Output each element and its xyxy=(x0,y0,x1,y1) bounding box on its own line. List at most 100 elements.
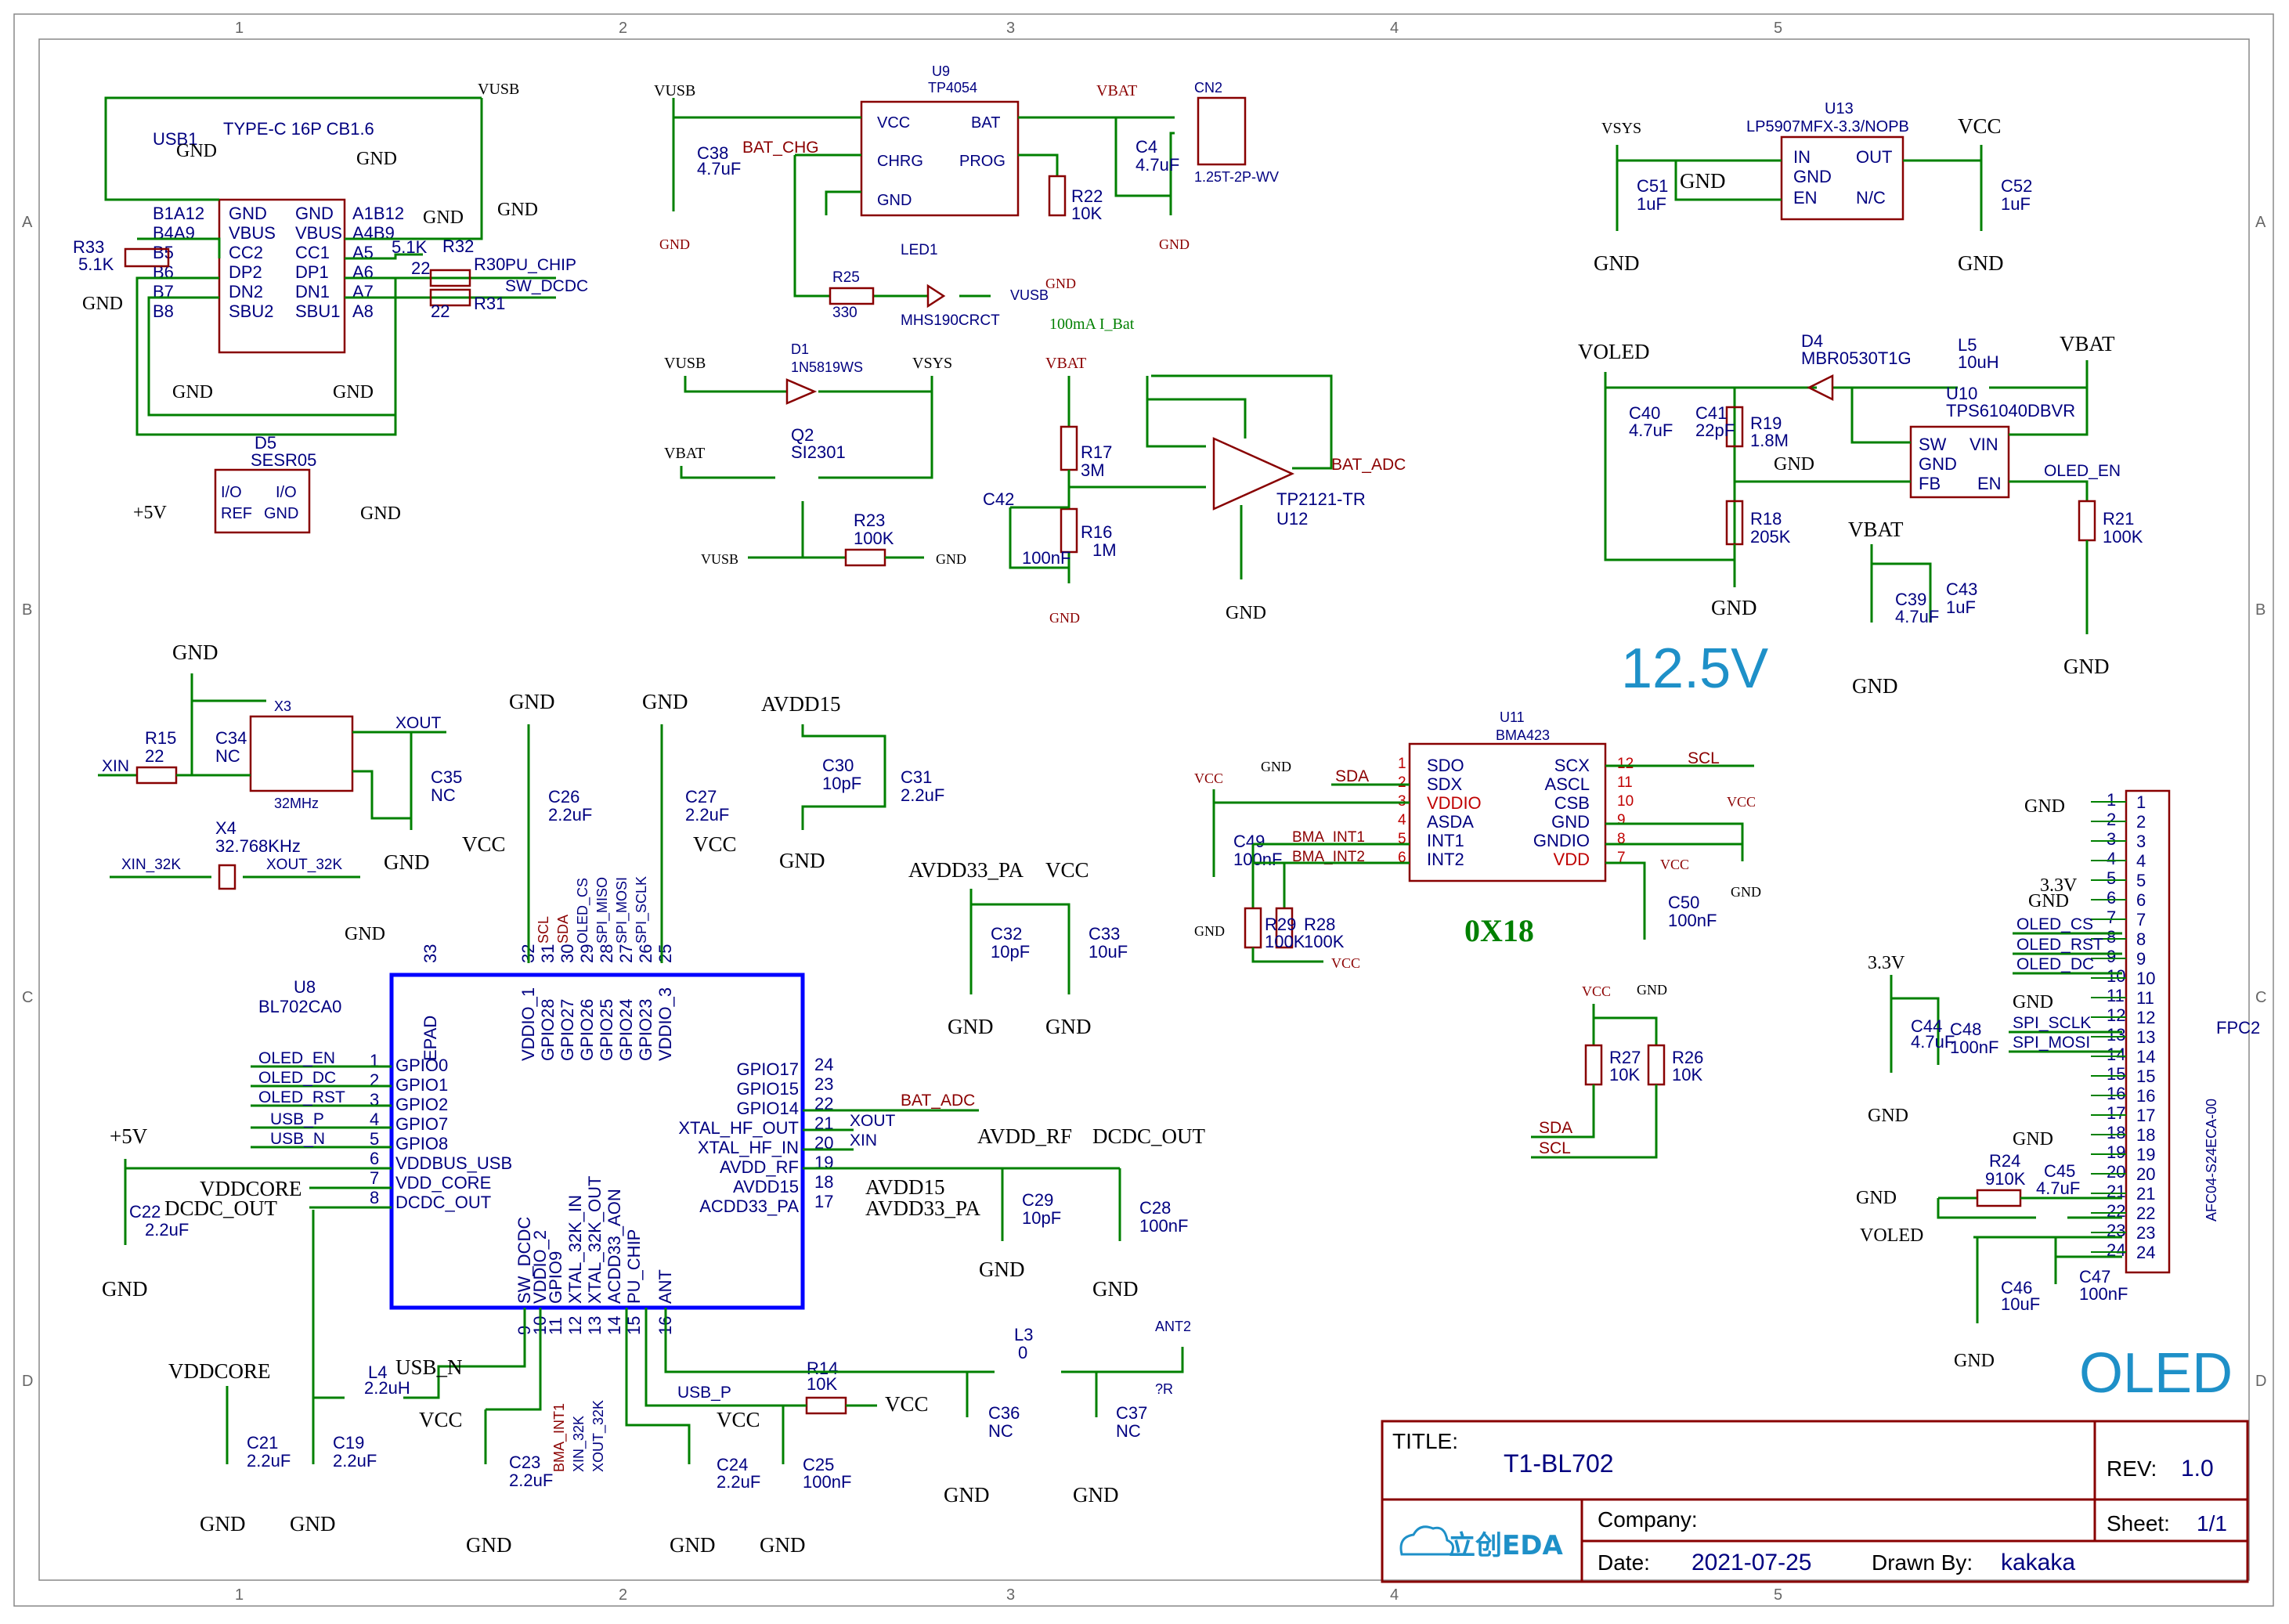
u11-pin-label: SDX xyxy=(1427,774,1463,794)
usb-body xyxy=(218,198,346,354)
svg-text:BMA423: BMA423 xyxy=(1496,727,1550,743)
wire xyxy=(1147,398,1247,438)
svg-text:2.2uF: 2.2uF xyxy=(333,1451,377,1471)
wire xyxy=(190,673,266,702)
svg-text:FB: FB xyxy=(1919,474,1941,493)
fpc-pin-number: 10 xyxy=(2107,966,2125,986)
r33-body xyxy=(124,247,170,268)
svg-text:SCL: SCL xyxy=(1539,1139,1571,1157)
wire xyxy=(969,889,1070,994)
current-note: 100mA I_Bat xyxy=(1049,316,1135,333)
u9-ref: U9 xyxy=(932,63,950,79)
svg-text:2.2uF: 2.2uF xyxy=(548,805,592,825)
svg-text:C40: C40 xyxy=(1629,403,1660,423)
svg-text:U10: U10 xyxy=(1946,384,1977,403)
u8-pin-number: 23 xyxy=(814,1074,833,1094)
svg-text:C23: C23 xyxy=(509,1453,540,1472)
fpc-pin-number: 12 xyxy=(2107,1005,2125,1025)
u8-pin-number: 29 xyxy=(577,944,597,963)
u11-pin-number: 9 xyxy=(1617,812,1626,828)
wire xyxy=(801,724,886,830)
svg-text:OLED_CS: OLED_CS xyxy=(2016,915,2093,933)
svg-text:4.7uF: 4.7uF xyxy=(1135,155,1179,175)
svg-text:GND: GND xyxy=(1856,1188,1897,1208)
usb-ref: USB1 xyxy=(153,129,197,149)
svg-text:XIN_32K: XIN_32K xyxy=(571,1416,587,1472)
fpc-pin-number: 11 xyxy=(2107,986,2125,1005)
d5-body xyxy=(214,468,311,534)
wire xyxy=(1604,372,1817,389)
wire xyxy=(1146,376,1206,448)
led1-symbol xyxy=(926,283,946,309)
u11-pin-label: VDD xyxy=(1554,850,1590,869)
fpc-pin-number: 23 xyxy=(2136,1223,2155,1243)
r17-body xyxy=(1060,425,1078,471)
u11-pin-label: GND xyxy=(1551,812,1590,832)
svg-text:ANT2: ANT2 xyxy=(1155,1319,1191,1334)
svg-text:100K: 100K xyxy=(854,529,894,548)
gnd-label: GND xyxy=(172,382,213,402)
u8-pin-number: 30 xyxy=(558,944,577,963)
u8-pin-label: DCDC_OUT xyxy=(395,1193,491,1212)
svg-text:GND: GND xyxy=(2063,655,2110,678)
grid-col-label: 3 xyxy=(1006,20,1015,37)
u8-pin-number: 7 xyxy=(370,1168,379,1188)
fpc-connector: FPC2 AFC04-S24ECA-00 1122334455667788991… xyxy=(1856,789,2260,1405)
u8-pin-label: GPIO7 xyxy=(395,1114,448,1134)
svg-text:GND: GND xyxy=(1226,603,1266,623)
u8-pin-number: 11 xyxy=(546,1317,565,1335)
ldo-block: VSYS U13 LP5907MFX-3.3/NOPB IN GND EN OU… xyxy=(1594,100,2032,275)
svg-text:XOUT: XOUT xyxy=(395,714,442,732)
svg-text:GND: GND xyxy=(172,641,218,664)
wire xyxy=(672,98,861,119)
boost-block: VOLED VBAT D4 MBR0530T1G L5 10uH U10 TPS… xyxy=(1578,331,2143,700)
svg-text:100nF: 100nF xyxy=(1233,850,1282,869)
r31-val: 22 xyxy=(431,301,449,321)
svg-text:XOUT: XOUT xyxy=(850,1112,896,1130)
svg-text:REV:: REV: xyxy=(2107,1456,2157,1481)
r33-ref: R33 xyxy=(73,237,104,257)
svg-text:SDA: SDA xyxy=(555,915,571,944)
fpc-pin-number: 8 xyxy=(2136,929,2146,949)
u13-body xyxy=(1780,135,1904,221)
fpc-pin-number: 8 xyxy=(2107,927,2116,947)
usb-pin-label: GND xyxy=(229,204,267,223)
svg-text:1M: 1M xyxy=(1092,540,1117,560)
svg-text:C32: C32 xyxy=(991,924,1022,944)
u8-pin-label: GPIO24 xyxy=(616,999,636,1061)
svg-text:VDDCORE: VDDCORE xyxy=(168,1359,271,1383)
svg-text:C35: C35 xyxy=(431,767,462,787)
u11-pin-number: 10 xyxy=(1617,793,1634,810)
svg-text:R19: R19 xyxy=(1750,413,1782,433)
svg-text:SPI_MOSI: SPI_MOSI xyxy=(2013,1034,2090,1052)
svg-text:GND: GND xyxy=(509,690,555,713)
wire xyxy=(818,376,933,393)
u8-pin-label: GPIO17 xyxy=(737,1059,799,1079)
vusb-label: VUSB xyxy=(478,81,519,98)
svg-text:TP2121-TR: TP2121-TR xyxy=(1276,489,1366,509)
wire xyxy=(1870,544,1932,623)
usb-value: TYPE-C 16P CB1.6 xyxy=(223,119,374,139)
svg-text:1.0: 1.0 xyxy=(2181,1456,2214,1481)
svg-text:C30: C30 xyxy=(822,756,854,775)
oled-annotation: OLED xyxy=(2079,1342,2233,1405)
u8-pin-number: 17 xyxy=(814,1192,833,1211)
grid-col-label: 5 xyxy=(1774,1586,1782,1604)
svg-text:2.2uF: 2.2uF xyxy=(509,1471,553,1490)
gnd-label: GND xyxy=(176,141,217,161)
svg-text:GND: GND xyxy=(1637,982,1667,998)
svg-text:GND: GND xyxy=(877,192,912,209)
svg-text:VCC: VCC xyxy=(717,1408,760,1431)
svg-text:C21: C21 xyxy=(247,1433,278,1453)
svg-text:100K: 100K xyxy=(1265,932,1305,951)
svg-text:XIN: XIN xyxy=(850,1131,877,1149)
u8-pin-label: PU_CHIP xyxy=(624,1229,644,1304)
fpc-pin-number: 14 xyxy=(2136,1047,2155,1066)
svg-text:NC: NC xyxy=(988,1421,1013,1441)
svg-text:C4: C4 xyxy=(1135,137,1157,157)
svg-text:C49: C49 xyxy=(1233,832,1265,851)
svg-text:100nF: 100nF xyxy=(803,1472,851,1492)
svg-text:OUT: OUT xyxy=(1856,147,1892,167)
fpc-pin-number: 15 xyxy=(2136,1066,2155,1086)
